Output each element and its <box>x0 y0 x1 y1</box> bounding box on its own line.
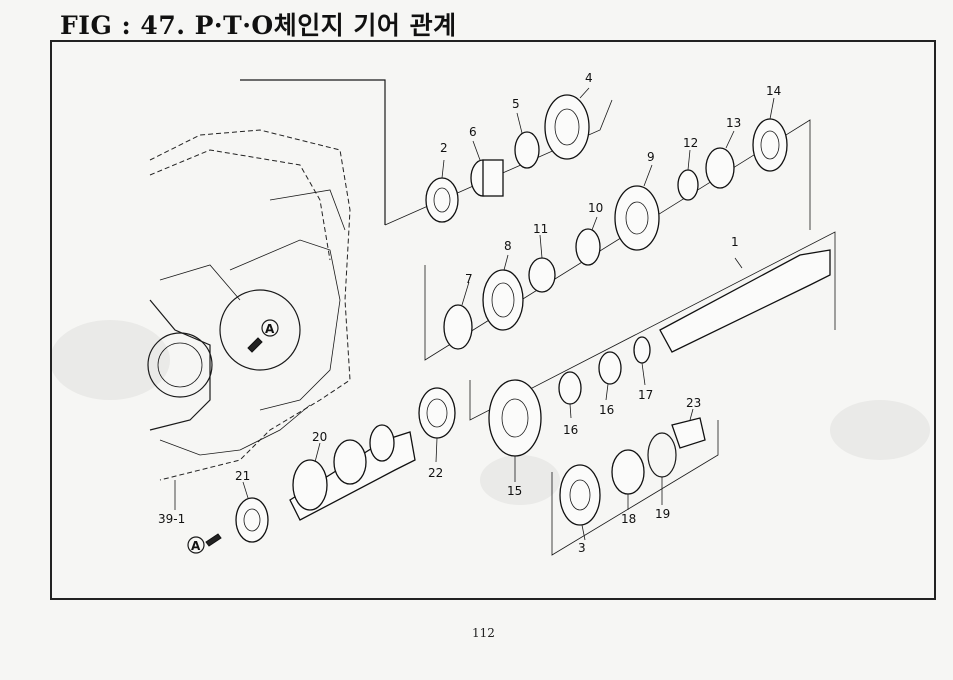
part-10-needle-bearing <box>575 228 601 266</box>
callout-1: 1 <box>731 235 739 249</box>
callout-20: 20 <box>312 430 327 444</box>
callout-2: 2 <box>440 141 448 155</box>
part-4-gear <box>544 94 590 160</box>
part-22-seal <box>418 387 456 439</box>
reference-letter: A <box>191 539 201 553</box>
part-9-gear <box>614 185 660 251</box>
callout-4: 4 <box>585 71 593 85</box>
callout-9: 9 <box>647 150 655 164</box>
page-number: 112 <box>472 626 495 640</box>
part-3-bearing <box>559 464 601 526</box>
part-11-collar <box>528 257 556 293</box>
callout-21: 21 <box>235 469 250 483</box>
part-17-snap-ring <box>633 336 651 364</box>
lower-bearing-group <box>551 417 719 556</box>
part-21-bearing <box>235 497 269 543</box>
main-shaft-group <box>469 231 836 457</box>
part-13-gear <box>705 147 735 189</box>
scan-smudge <box>480 455 560 505</box>
part-2-bearing <box>425 177 459 223</box>
callout-22: 22 <box>428 466 443 480</box>
figure-title: FIG : 47. P·T·O체인지 기어 관계 <box>60 11 457 40</box>
callout-17: 17 <box>638 388 653 402</box>
part-16-needle-bearing <box>558 371 582 405</box>
figure-frame <box>50 40 936 600</box>
callout-numbers: 1 2 3 4 5 6 7 8 9 10 11 12 13 14 15 16 1… <box>158 71 781 555</box>
callout-12: 12 <box>683 136 698 150</box>
callout-8: 8 <box>504 239 512 253</box>
part-14-sleeve <box>752 118 788 172</box>
callout-7: 7 <box>465 272 473 286</box>
reference-mark-a-housing: A <box>247 319 279 353</box>
leader-lines <box>174 87 775 541</box>
callout-15: 15 <box>507 484 522 498</box>
part-16-needle-bearing <box>598 351 622 385</box>
part-15-gear <box>488 379 542 457</box>
callout-6: 6 <box>469 125 477 139</box>
part-8-sleeve <box>482 269 524 331</box>
scan-smudge <box>52 320 170 400</box>
countershaft-group <box>235 387 456 543</box>
part-1-shaft <box>659 249 831 353</box>
callout-16a: 16 <box>563 423 578 437</box>
callout-10: 10 <box>588 201 603 215</box>
transmission-housing <box>147 79 386 481</box>
callout-16b: 16 <box>599 403 614 417</box>
exploded-parts-diagram: A A <box>52 71 930 556</box>
part-18-bearing <box>611 449 645 495</box>
upper-gear-group <box>384 94 613 226</box>
reference-letter: A <box>265 322 275 336</box>
part-23-plate <box>671 417 706 449</box>
callout-14: 14 <box>766 84 781 98</box>
reference-mark-a-shaft: A <box>187 533 222 554</box>
callout-19: 19 <box>655 507 670 521</box>
middle-gear-group <box>424 118 811 361</box>
callout-23: 23 <box>686 396 701 410</box>
part-7-gear <box>443 304 473 350</box>
callout-5: 5 <box>512 97 520 111</box>
part-19-snap-ring <box>647 432 677 478</box>
callout-18: 18 <box>621 512 636 526</box>
callout-39-1: 39-1 <box>158 512 185 526</box>
scan-smudge <box>830 400 930 460</box>
part-5-needle-bearing <box>514 131 540 169</box>
callout-13: 13 <box>726 116 741 130</box>
callout-11: 11 <box>533 222 548 236</box>
callout-3: 3 <box>578 541 586 555</box>
part-12-washer <box>677 169 699 201</box>
